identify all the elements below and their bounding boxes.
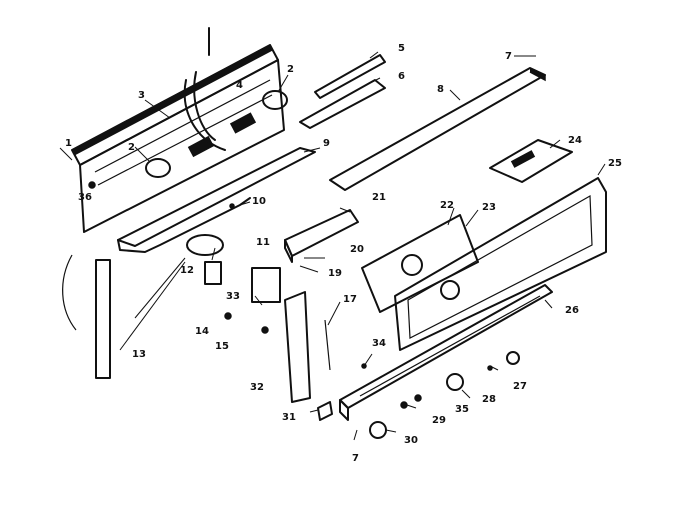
callout-29: 29 [432, 415, 446, 426]
callout-9: 9 [323, 138, 330, 149]
callout-20: 20 [350, 244, 364, 255]
callout-15: 15 [215, 341, 229, 352]
channel-part [117, 147, 316, 253]
callout-32: 32 [250, 382, 264, 393]
callout-14: 14 [195, 326, 209, 337]
handle-bracket-part [299, 54, 386, 129]
control-panel-part [361, 177, 607, 351]
callout-11: 11 [256, 237, 270, 248]
callout-22: 22 [440, 200, 454, 211]
callout-2: 2 [287, 64, 294, 75]
callout-35: 35 [455, 404, 469, 415]
callout-33: 33 [226, 291, 240, 302]
coil-part [186, 234, 281, 303]
leader-lines [59, 51, 606, 441]
callout-27: 27 [513, 381, 527, 392]
callout-5: 5 [398, 43, 405, 54]
small-plate-part [489, 139, 573, 183]
callout-17: 17 [343, 294, 357, 305]
callout-21: 21 [372, 192, 386, 203]
callout-30: 30 [404, 435, 418, 446]
callout-19: 19 [328, 268, 342, 279]
callout-7: 7 [352, 453, 359, 464]
vertical-plate-part [284, 291, 331, 403]
callout-labels: 1 2 2 3 4 5 6 7 7 8 9 10 11 12 13 14 15 … [65, 43, 622, 464]
callout-34: 34 [372, 338, 386, 349]
callout-8: 8 [437, 84, 444, 95]
callout-25: 25 [608, 158, 622, 169]
cover-part [284, 209, 359, 263]
callout-13: 13 [132, 349, 146, 360]
callout-28: 28 [482, 394, 496, 405]
callout-12: 12 [180, 265, 194, 276]
callout-36: 36 [78, 192, 92, 203]
light-panel-part [71, 27, 288, 233]
hinge-strap-part [62, 254, 111, 379]
callout-2: 2 [128, 142, 135, 153]
trim-strip-part [329, 67, 546, 191]
callout-23: 23 [482, 202, 496, 213]
callout-6: 6 [398, 71, 405, 82]
callout-1: 1 [65, 138, 72, 149]
knobs-part [224, 203, 520, 439]
callout-31: 31 [282, 412, 296, 423]
lower-strip-part [339, 284, 553, 421]
callout-7: 7 [505, 51, 512, 62]
callout-4: 4 [236, 80, 243, 91]
callout-24: 24 [568, 135, 582, 146]
callout-10: 10 [252, 196, 266, 207]
callout-3: 3 [138, 90, 145, 101]
callout-26: 26 [565, 305, 579, 316]
